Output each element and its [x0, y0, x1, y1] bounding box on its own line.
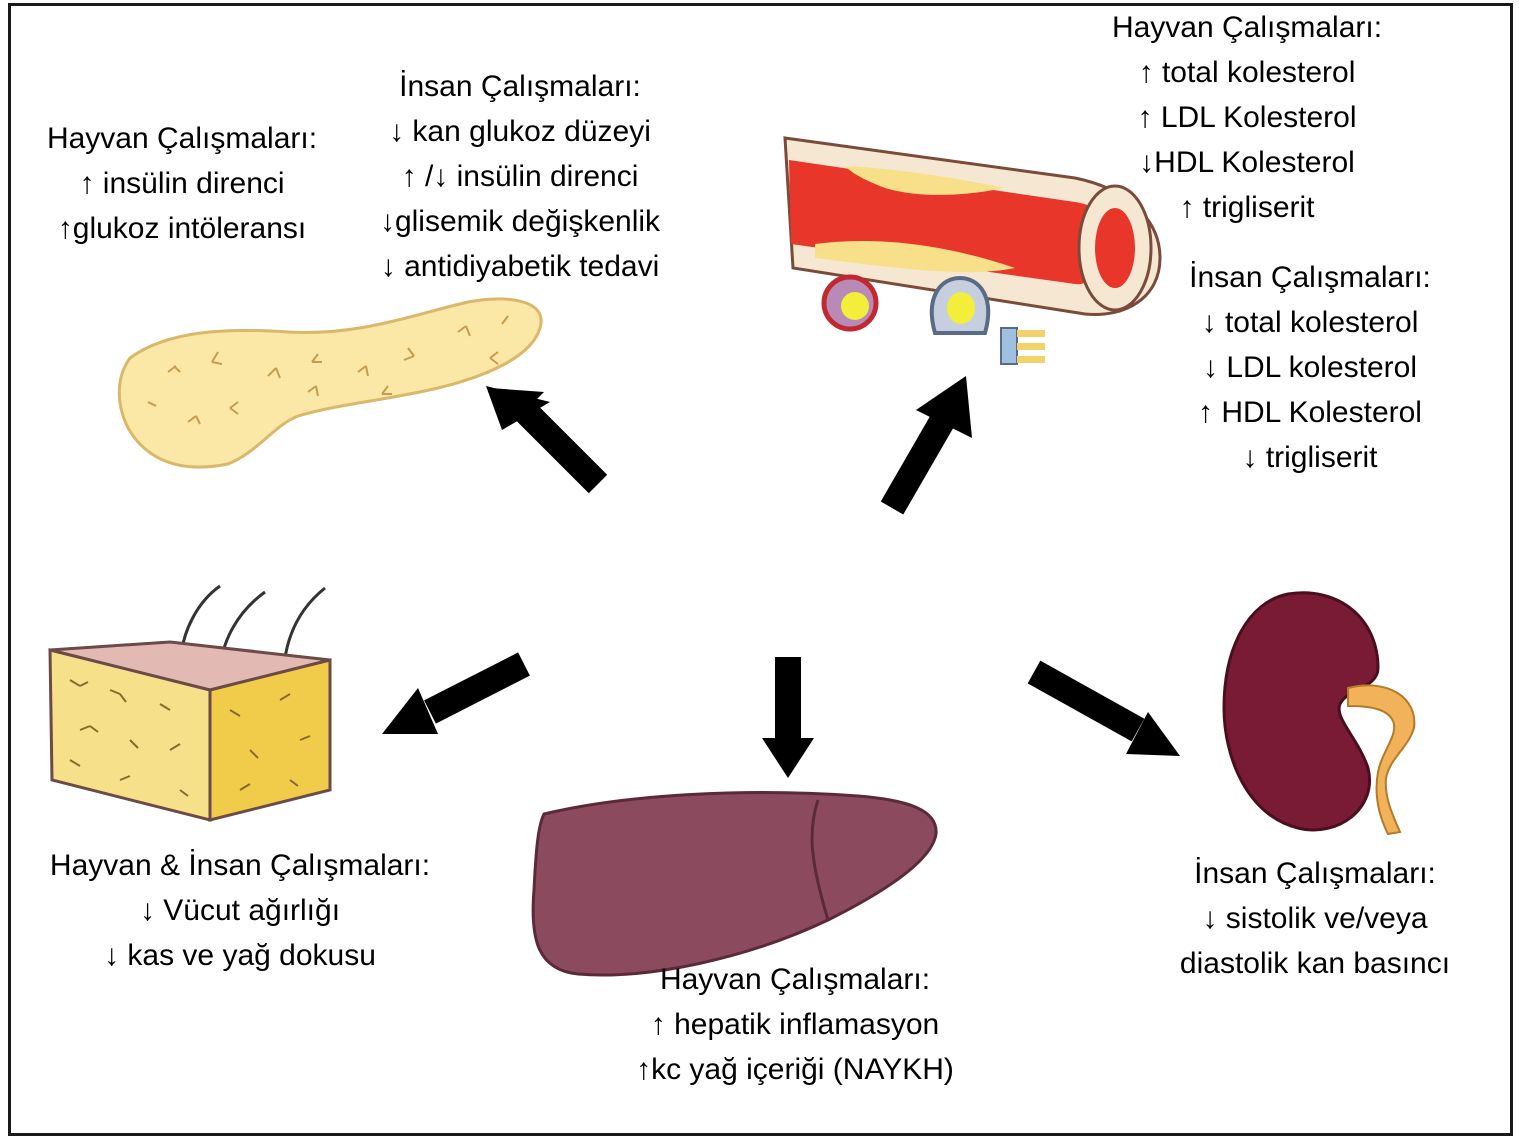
- liver-line-1: ↑ hepatik inflamasyon: [605, 1002, 985, 1047]
- adipose-line-1: ↓ Vücut ağırlığı: [20, 888, 460, 933]
- pancreas-human-line-4: ↓ antidiyabetik tedavi: [345, 244, 695, 289]
- adipose-line-2: ↓ kas ve yağ dokusu: [20, 933, 460, 978]
- kidney-line-2: diastolik kan basıncı: [1155, 941, 1475, 986]
- liver-line-2: ↑kc yağ içeriği (NAYKH): [605, 1047, 985, 1092]
- pancreas-animal-title: Hayvan Çalışmaları:: [22, 116, 342, 161]
- pancreas-animal-findings: Hayvan Çalışmaları: ↑ insülin direnci ↑g…: [22, 116, 342, 251]
- vessel-animal-title: Hayvan Çalışmaları:: [1082, 5, 1412, 50]
- pancreas-human-line-2: ↑ /↓ insülin direnci: [345, 154, 695, 199]
- vessel-animal-line-1: ↑ total kolesterol: [1082, 50, 1412, 95]
- kidney-line-1: ↓ sistolik ve/veya: [1155, 896, 1475, 941]
- pancreas-human-line-1: ↓ kan glukoz düzeyi: [345, 109, 695, 154]
- arrow-to-pancreas: [486, 386, 598, 484]
- pancreas-human-line-3: ↓glisemik değişkenlik: [345, 199, 695, 244]
- pancreas-human-title: İnsan Çalışmaları:: [345, 64, 695, 109]
- arrow-to-vessel: [892, 376, 972, 508]
- vessel-human-line-4: ↓ trigliserit: [1160, 435, 1460, 480]
- vessel-human-line-3: ↑ HDL Kolesterol: [1160, 390, 1460, 435]
- adipose-title: Hayvan & İnsan Çalışmaları:: [20, 843, 460, 888]
- adipose-findings: Hayvan & İnsan Çalışmaları: ↓ Vücut ağır…: [20, 843, 460, 978]
- vessel-animal-line-4: ↑ trigliserit: [1082, 185, 1412, 230]
- vessel-human-line-2: ↓ LDL kolesterol: [1160, 345, 1460, 390]
- vessel-human-line-1: ↓ total kolesterol: [1160, 300, 1460, 345]
- arrow-to-liver: [762, 657, 814, 778]
- kidney-title: İnsan Çalışmaları:: [1155, 851, 1475, 896]
- vessel-human-findings: İnsan Çalışmaları: ↓ total kolesterol ↓ …: [1160, 255, 1460, 480]
- pancreas-human-findings: İnsan Çalışmaları: ↓ kan glukoz düzeyi ↑…: [345, 64, 695, 289]
- vessel-animal-line-2: ↑ LDL Kolesterol: [1082, 95, 1412, 140]
- vessel-animal-findings: Hayvan Çalışmaları: ↑ total kolesterol ↑…: [1082, 5, 1412, 230]
- vessel-animal-line-3: ↓HDL Kolesterol: [1082, 140, 1412, 185]
- pancreas-animal-line-2: ↑glukoz intöleransı: [22, 206, 342, 251]
- liver-findings: Hayvan Çalışmaları: ↑ hepatik inflamasyo…: [605, 957, 985, 1092]
- arrow-to-adipose-tissue: [382, 664, 524, 734]
- kidney-findings: İnsan Çalışmaları: ↓ sistolik ve/veya di…: [1155, 851, 1475, 986]
- arrow-to-kidney: [1034, 672, 1180, 756]
- pancreas-animal-line-1: ↑ insülin direnci: [22, 161, 342, 206]
- vessel-human-title: İnsan Çalışmaları:: [1160, 255, 1460, 300]
- liver-title: Hayvan Çalışmaları:: [605, 957, 985, 1002]
